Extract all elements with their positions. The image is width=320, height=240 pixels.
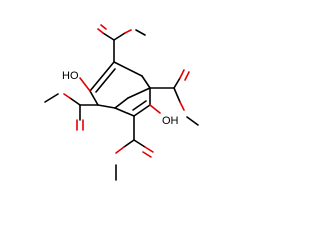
bond-carbonyl-o-double-a <box>179 69 185 79</box>
bond-carbonyl-o-double-a <box>144 146 154 153</box>
bond-carbonyl-to-ester-o <box>123 139 135 148</box>
bond-carbonyl-to-ester-o <box>173 87 181 103</box>
bond-methyl-left <box>44 93 59 103</box>
ester-bottom <box>115 115 154 181</box>
bond-carbonyl-to-ester-o <box>69 97 81 106</box>
bond-c4-c5-double <box>132 100 147 111</box>
bond-carbonyl-to-o-up <box>173 77 181 89</box>
bond-ester-o-to-methyl-b <box>135 29 146 36</box>
bond-carbonyl-to-o-right <box>133 139 146 148</box>
bond-carbonyl-o-double-b <box>100 24 107 30</box>
ester-right <box>149 69 199 126</box>
ester-top <box>97 24 146 63</box>
bond-c8-oh <box>79 77 91 92</box>
bond-ester-o-left-a <box>63 93 71 99</box>
ring-framework <box>89 61 151 117</box>
bond-c8-c1-double <box>95 68 116 93</box>
ester-left <box>44 93 99 131</box>
molecule-structure-diagram: HO OH <box>44 24 199 181</box>
oh-upper-label: HO <box>62 70 79 82</box>
oh-lower-label: OH <box>162 115 179 127</box>
hydroxyl-upper: HO <box>62 70 91 92</box>
bond-c4-c5 <box>133 104 151 117</box>
bond-carbonyl-o-double-a <box>97 28 104 34</box>
bond-c2-c3 <box>141 75 151 89</box>
bond-ester-o-bottom <box>115 146 125 154</box>
bond-c8-c1 <box>89 61 115 92</box>
bond-carbonyl-o-double-b <box>142 151 152 158</box>
bond-c9-c3 <box>127 87 151 99</box>
bond-ester-o-to-methyl-a <box>124 29 132 34</box>
hydroxyl-lower: OH <box>149 104 179 127</box>
bond-c5-c6 <box>114 107 135 117</box>
bond-c7-c8 <box>89 90 99 106</box>
bond-carbonyl-o-double-b <box>184 71 190 81</box>
bond-carbonyl-to-o <box>102 32 115 41</box>
bond-c4-oh <box>149 104 161 114</box>
bond-c1-c2 <box>113 61 143 77</box>
bond-ester-o-right <box>179 101 185 111</box>
bond-c6-c7 <box>97 104 116 109</box>
bond-c6-c9 <box>114 97 129 109</box>
bond-carbonyl-to-ester-o <box>113 32 126 41</box>
bond-methyl-right <box>186 116 199 126</box>
